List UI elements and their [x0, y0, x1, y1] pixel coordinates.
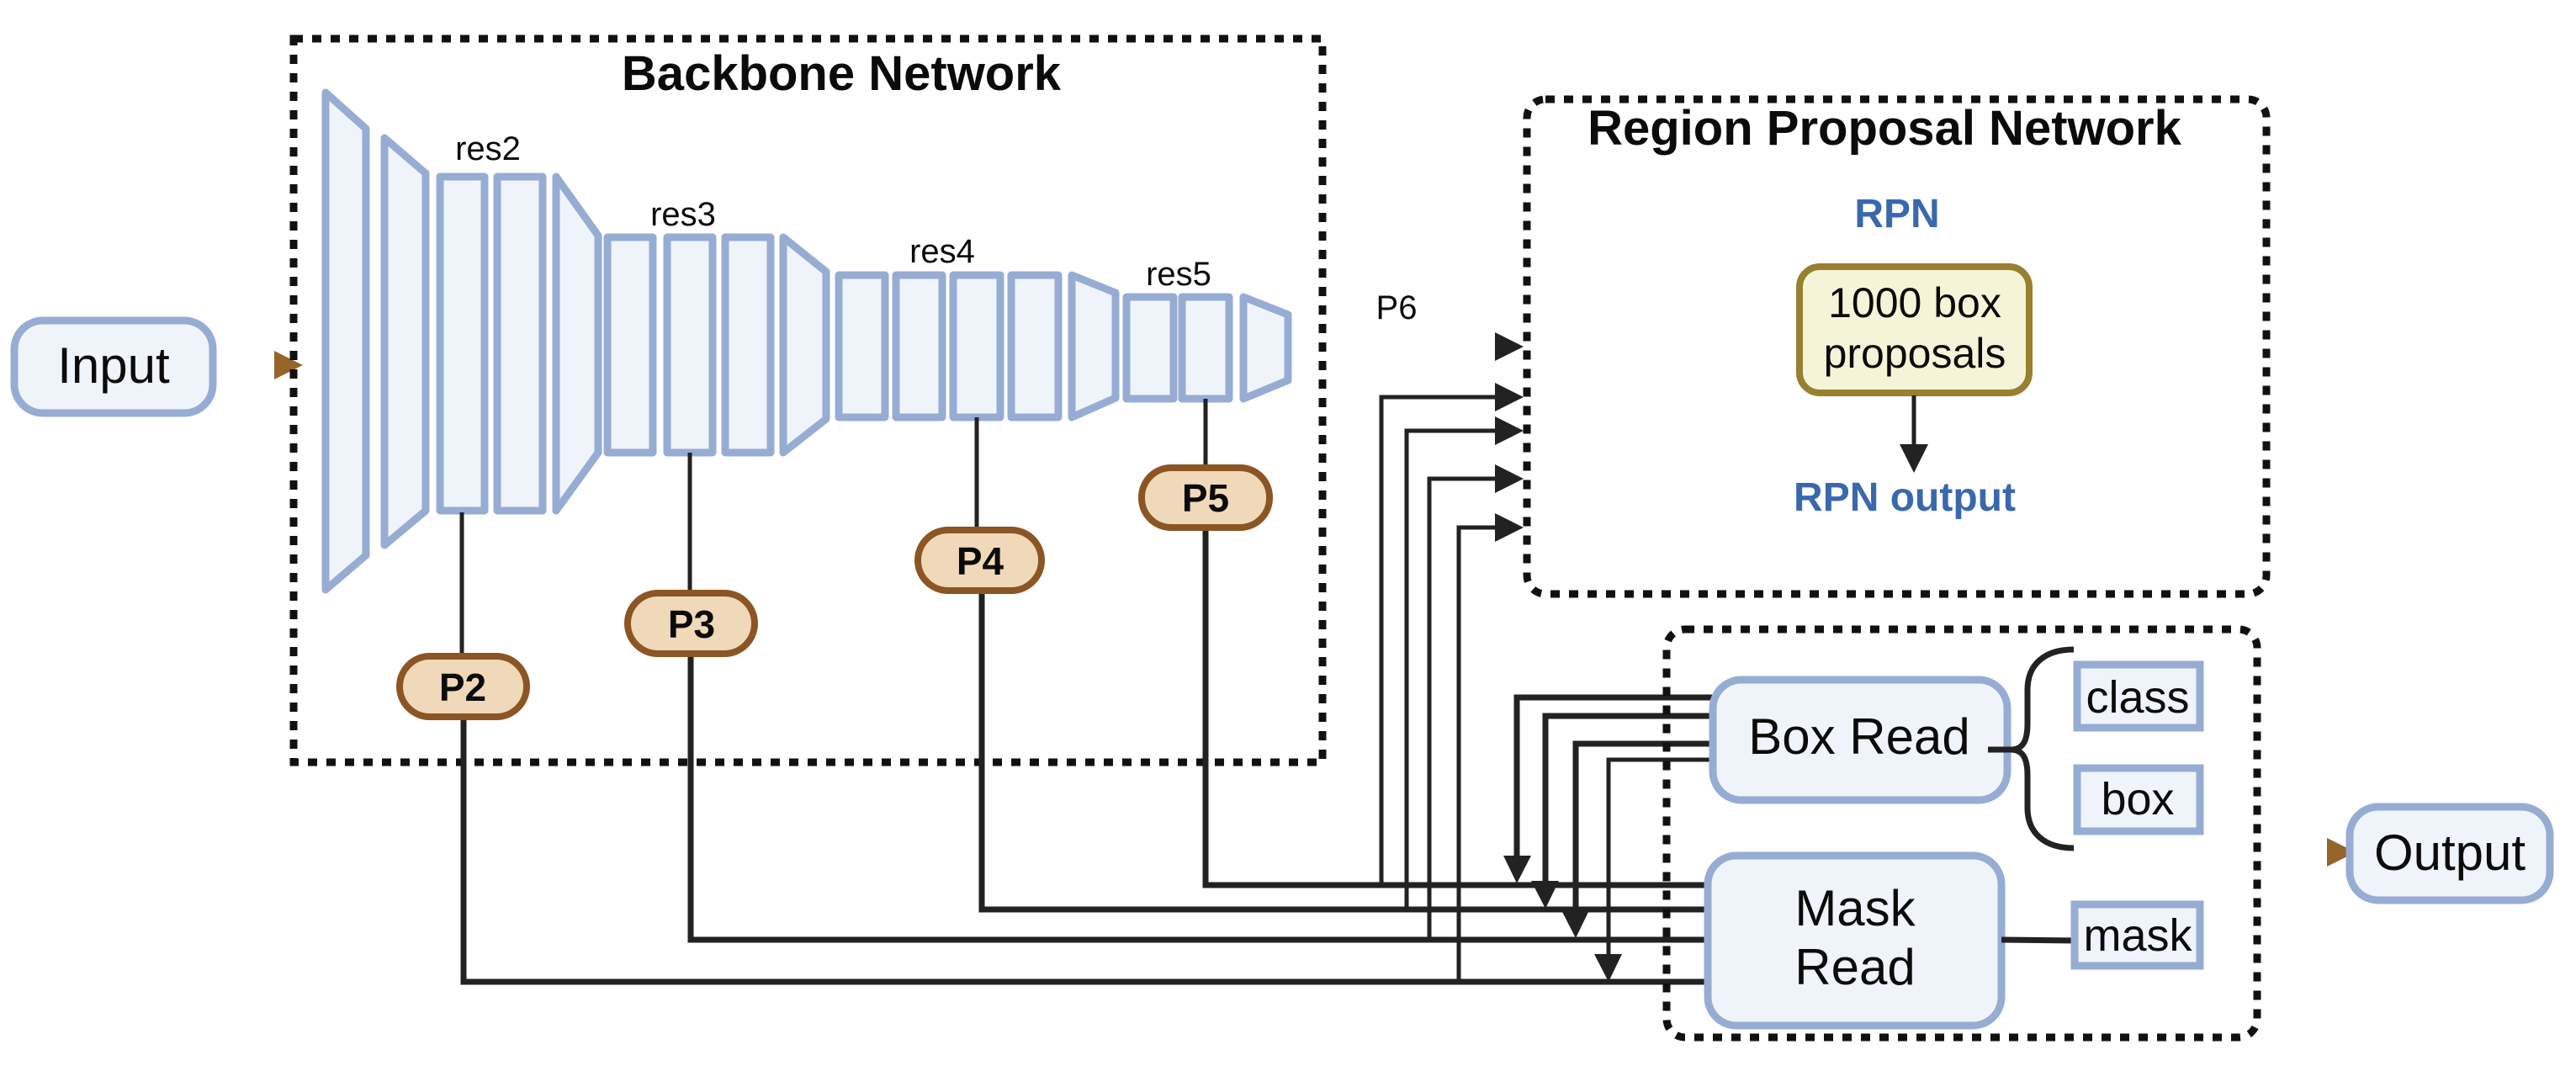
box-output[interactable]: box — [2073, 764, 2204, 835]
proposals-box — [1796, 263, 2033, 396]
proposals-arrow-head — [1900, 444, 1928, 473]
heads-frame — [1662, 625, 2261, 1042]
p3-pill — [624, 590, 758, 657]
res2-downsample-block[interactable] — [552, 172, 602, 515]
stem-block-1[interactable] — [321, 88, 370, 594]
res5-label: res5 — [1146, 256, 1211, 293]
box-label: box — [2101, 774, 2174, 824]
res3-block-3[interactable] — [721, 233, 775, 457]
p3-label: P3 — [668, 602, 715, 646]
box-read-arrow-2 — [1531, 881, 1559, 909]
rpn-input-arrow-1 — [1495, 383, 1524, 411]
stem-block-2[interactable] — [380, 134, 430, 549]
box-read-wire-3 — [1572, 740, 1716, 921]
p4-to-rpn-wire — [1404, 428, 1497, 909]
mask-box — [2070, 900, 2204, 970]
p4-pill — [914, 527, 1045, 594]
feature-routing-wires — [460, 332, 1716, 985]
res4-block-1[interactable] — [835, 271, 889, 422]
p5-label: P5 — [1182, 476, 1229, 520]
box-read-arrow-1 — [1503, 856, 1531, 883]
box-read-box — [1709, 676, 2012, 804]
p4-label: P4 — [957, 539, 1004, 583]
box-read-wire-1 — [1513, 694, 1716, 867]
output-label: Output — [2374, 824, 2526, 881]
rpn-input-arrow-4 — [1495, 513, 1524, 542]
res5-block-1[interactable] — [1122, 293, 1178, 403]
res4-label: res4 — [909, 233, 975, 270]
p5-to-rpn-wire — [1379, 395, 1497, 887]
p6-label: P6 — [1376, 289, 1418, 326]
res5-block-2[interactable] — [1178, 293, 1233, 403]
res3-downsample-block[interactable] — [779, 233, 830, 457]
rpn-input-arrow-2 — [1495, 416, 1524, 445]
class-output[interactable]: class — [2073, 660, 2204, 732]
output-arrow — [2266, 838, 2356, 867]
res4-block-4[interactable] — [1007, 271, 1063, 422]
input-arrow — [215, 351, 303, 379]
rpn-input-arrow-3 — [1495, 464, 1524, 493]
p3-node[interactable]: P3 — [624, 590, 758, 657]
box-read-arrow-4 — [1594, 954, 1622, 982]
input-arrow-head — [274, 351, 303, 379]
p5-pill — [1138, 464, 1273, 531]
mask-label: mask — [2083, 910, 2192, 961]
rpn-output-label: RPN output — [1794, 475, 2016, 520]
box-box — [2073, 764, 2204, 835]
p2-node[interactable]: P2 — [396, 653, 530, 720]
box-read-wire-4 — [1606, 757, 1716, 965]
box-read-label: Box Read — [1748, 708, 1970, 765]
input-label: Input — [57, 337, 170, 394]
res4-downsample-block[interactable] — [1068, 271, 1120, 422]
output-arrow-head — [2327, 838, 2356, 867]
res2-block-1[interactable] — [436, 172, 489, 515]
res5-downsample-block[interactable] — [1239, 293, 1292, 403]
mask-read-to-mask-line — [2001, 936, 2075, 944]
res2-label: res2 — [455, 130, 521, 167]
output-node[interactable]: Output — [2345, 803, 2554, 904]
backbone-network-title: Backbone Network — [622, 46, 1062, 101]
mask-read-node[interactable]: Mask Read — [1704, 851, 2006, 1030]
res4-block-2[interactable] — [892, 271, 946, 422]
class-label: class — [2086, 672, 2189, 723]
output-box — [2345, 803, 2554, 904]
rpn-title: Region Proposal Network — [1587, 101, 2182, 156]
res3-block-2[interactable] — [663, 233, 717, 457]
class-box — [2073, 660, 2204, 732]
box-read-arrow-3 — [1561, 910, 1589, 938]
proposals-label-line1: 1000 box — [1828, 279, 2001, 326]
backbone-network-frame — [289, 34, 1327, 766]
input-box — [10, 316, 217, 417]
mask-output[interactable]: mask — [2070, 900, 2204, 970]
p5-node[interactable]: P5 — [1138, 464, 1273, 531]
p3-wire — [687, 653, 1706, 943]
p4-wire — [978, 590, 1706, 913]
p2-to-rpn-wire — [1456, 525, 1497, 984]
p4-node[interactable]: P4 — [914, 527, 1045, 594]
res3-block-1[interactable] — [603, 233, 657, 457]
res3-label: res3 — [650, 196, 716, 233]
mask-read-label-line2: Read — [1794, 939, 1915, 995]
brace-icon — [1988, 646, 2075, 851]
proposals-node[interactable]: 1000 box proposals — [1796, 263, 2033, 396]
res4-block-3[interactable] — [949, 271, 1004, 422]
res2-block-2[interactable] — [493, 172, 547, 515]
p2-label: P2 — [439, 665, 486, 709]
p3-to-rpn-wire — [1427, 476, 1497, 941]
box-read-wire-2 — [1542, 713, 1716, 892]
lateral-connections — [459, 399, 1208, 656]
proposals-label-line2: proposals — [1824, 330, 2006, 377]
p6-arrow-head — [1495, 332, 1524, 361]
p2-pill — [396, 653, 530, 720]
backbone-layers — [321, 88, 1292, 594]
mask-read-label-line1: Mask — [1794, 880, 1916, 936]
input-node[interactable]: Input — [10, 316, 217, 417]
rpn-subtitle: RPN — [1854, 192, 1939, 236]
box-read-node[interactable]: Box Read — [1709, 676, 2012, 804]
p5-wire — [1202, 528, 1706, 888]
p2-wire — [460, 717, 1706, 985]
